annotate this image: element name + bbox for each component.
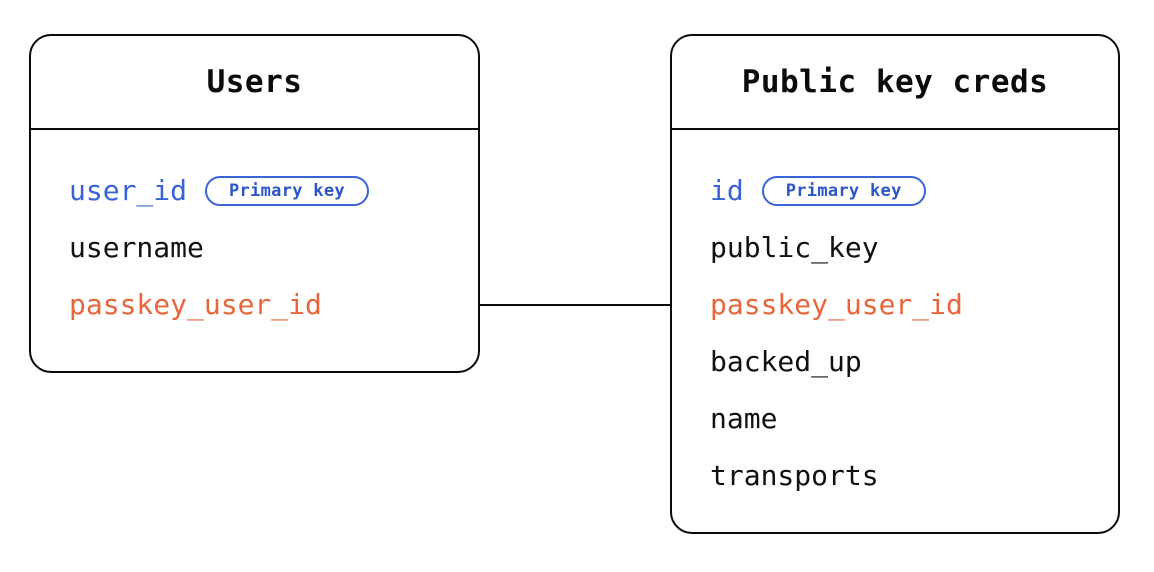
primary-key-badge: Primary key <box>205 175 369 206</box>
field-row[interactable]: name <box>710 390 1118 447</box>
field-row[interactable]: id Primary key <box>710 162 1118 219</box>
field-row[interactable]: username <box>69 219 478 276</box>
entity-header-public-key-creds: Public key creds <box>672 36 1118 130</box>
field-name: username <box>69 230 204 264</box>
field-name: passkey_user_id <box>69 287 322 321</box>
field-row[interactable]: backed_up <box>710 333 1118 390</box>
entity-title: Users <box>206 64 303 100</box>
field-name: user_id <box>69 173 188 207</box>
field-name: backed_up <box>710 344 862 378</box>
field-name: name <box>710 401 778 435</box>
relationship-line-users-to-creds[interactable] <box>480 304 670 306</box>
field-row[interactable]: passkey_user_id <box>710 276 1118 333</box>
entity-title: Public key creds <box>741 64 1049 100</box>
field-row[interactable]: public_key <box>710 219 1118 276</box>
field-row[interactable]: user_id Primary key <box>69 162 478 219</box>
entity-header-users: Users <box>31 36 478 130</box>
field-row[interactable]: passkey_user_id <box>69 276 478 333</box>
field-row[interactable]: transports <box>710 447 1118 504</box>
field-name: public_key <box>710 230 879 264</box>
field-name: transports <box>710 458 879 492</box>
field-name: id <box>710 173 744 207</box>
field-name: passkey_user_id <box>710 287 963 321</box>
primary-key-badge: Primary key <box>761 175 926 206</box>
